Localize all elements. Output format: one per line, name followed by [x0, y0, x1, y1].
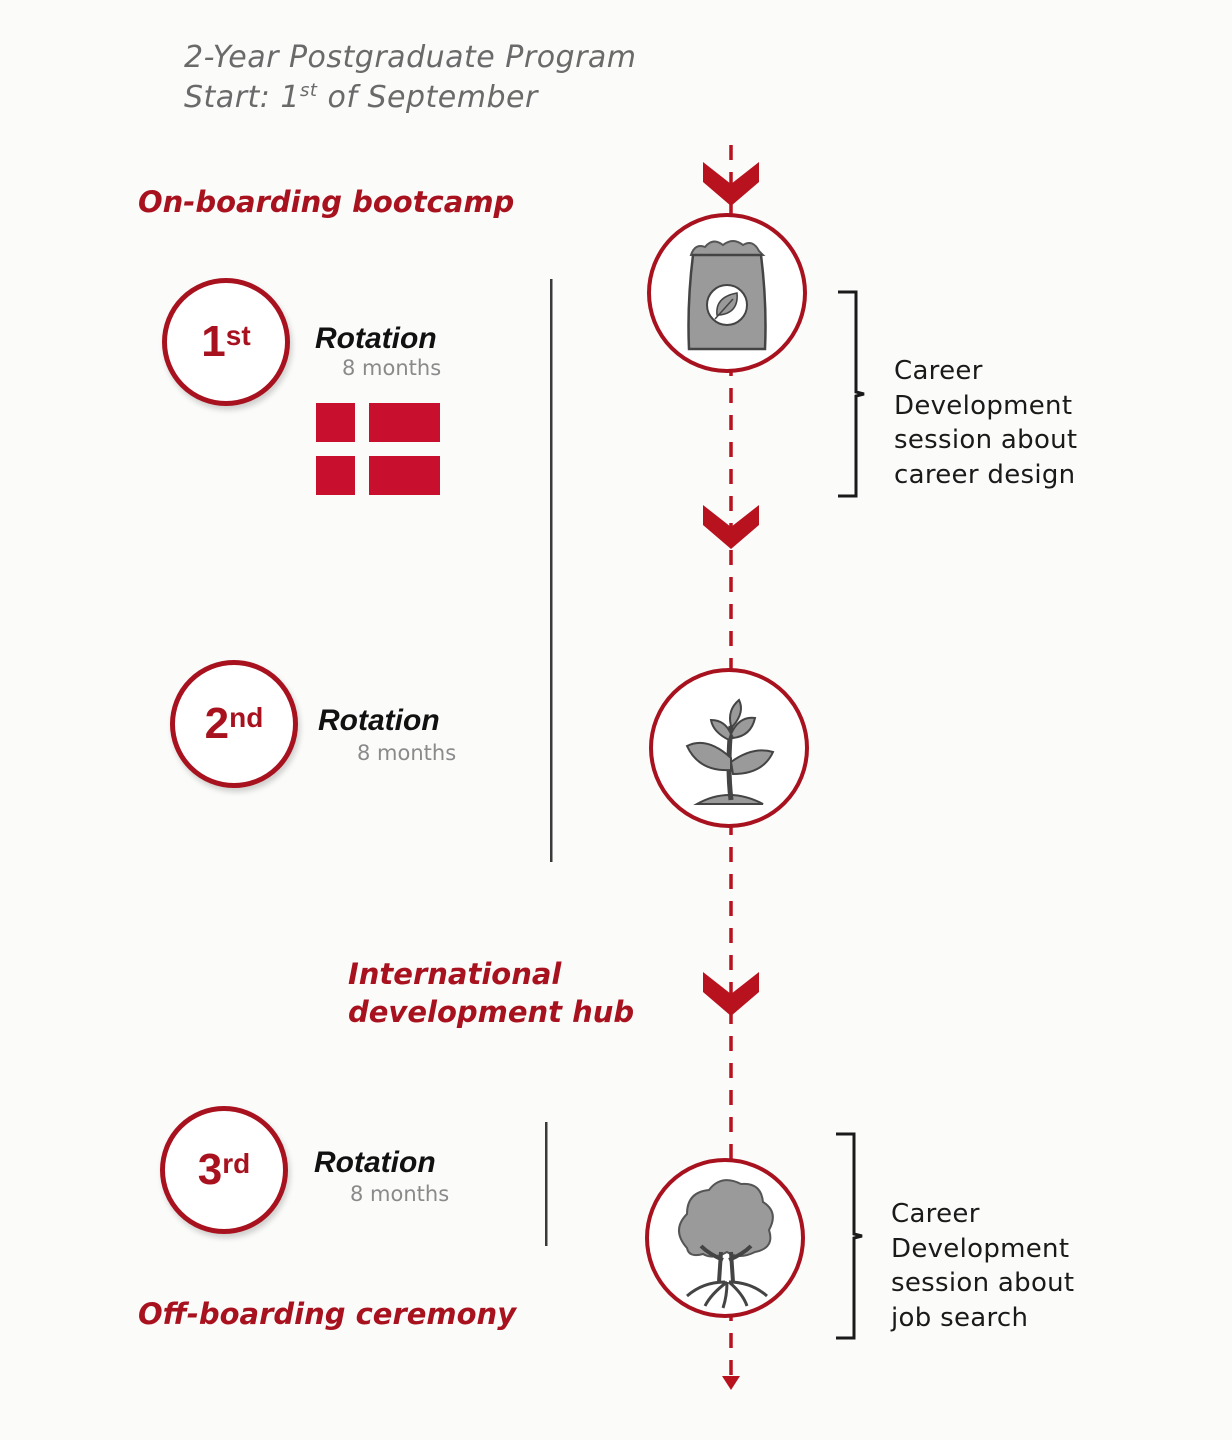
program-title: 2-Year Postgraduate Program — [184, 40, 637, 75]
seed-bag-icon — [687, 240, 767, 351]
career-line: job search — [891, 1302, 1029, 1333]
start-sup: st — [300, 80, 318, 101]
offboarding-label: Off-boarding ceremony — [138, 1297, 517, 1331]
career-line: Career — [894, 356, 983, 386]
onboarding-label: On-boarding bootcamp — [138, 185, 515, 219]
rotation-span-line — [545, 1122, 548, 1246]
seed-bag-circle — [647, 213, 807, 373]
rotation-3-duration: 8 months — [350, 1182, 450, 1206]
start-prefix: Start: 1 — [184, 80, 301, 115]
tree-icon — [678, 1179, 774, 1309]
program-start: Start: 1st of September — [184, 80, 538, 115]
career-line: session about — [891, 1268, 1075, 1298]
rotation-number: 2 — [204, 699, 230, 748]
rotation-2-title: Rotation — [318, 704, 440, 737]
hub-label-line1: International — [348, 957, 562, 991]
rotation-span-line — [550, 279, 553, 862]
career-session-design: Career Development session about career … — [894, 354, 1077, 492]
rotation-suffix: nd — [229, 702, 264, 733]
sprout-circle — [649, 668, 809, 828]
bracket-icon — [836, 1132, 863, 1340]
rotation-number: 3 — [197, 1145, 223, 1194]
career-line: Career — [891, 1199, 980, 1229]
rotation-suffix: st — [225, 320, 251, 351]
rotation-1-duration: 8 months — [342, 356, 442, 380]
career-session-job-search: Career Development session about job sea… — [891, 1197, 1074, 1335]
career-line: career design — [894, 459, 1076, 490]
danish-flag-icon — [316, 403, 440, 495]
hub-label-line2: development hub — [348, 995, 635, 1029]
career-line: session about — [894, 425, 1078, 455]
rotation-3-title: Rotation — [314, 1146, 436, 1179]
chevron-down-icon — [703, 505, 759, 549]
rotation-1-title: Rotation — [315, 322, 437, 355]
rotation-2-duration: 8 months — [357, 741, 457, 765]
arrow-end-icon — [722, 1376, 740, 1390]
career-line: Development — [894, 390, 1073, 421]
sprout-icon — [685, 698, 775, 805]
career-line: Development — [891, 1233, 1070, 1264]
tree-circle — [645, 1158, 805, 1318]
rotation-suffix: rd — [222, 1148, 251, 1179]
chevron-down-icon — [703, 162, 759, 206]
start-suffix: of September — [317, 80, 538, 115]
chevron-down-icon — [703, 972, 759, 1016]
bracket-icon — [838, 290, 865, 498]
rotation-number: 1 — [201, 317, 226, 366]
